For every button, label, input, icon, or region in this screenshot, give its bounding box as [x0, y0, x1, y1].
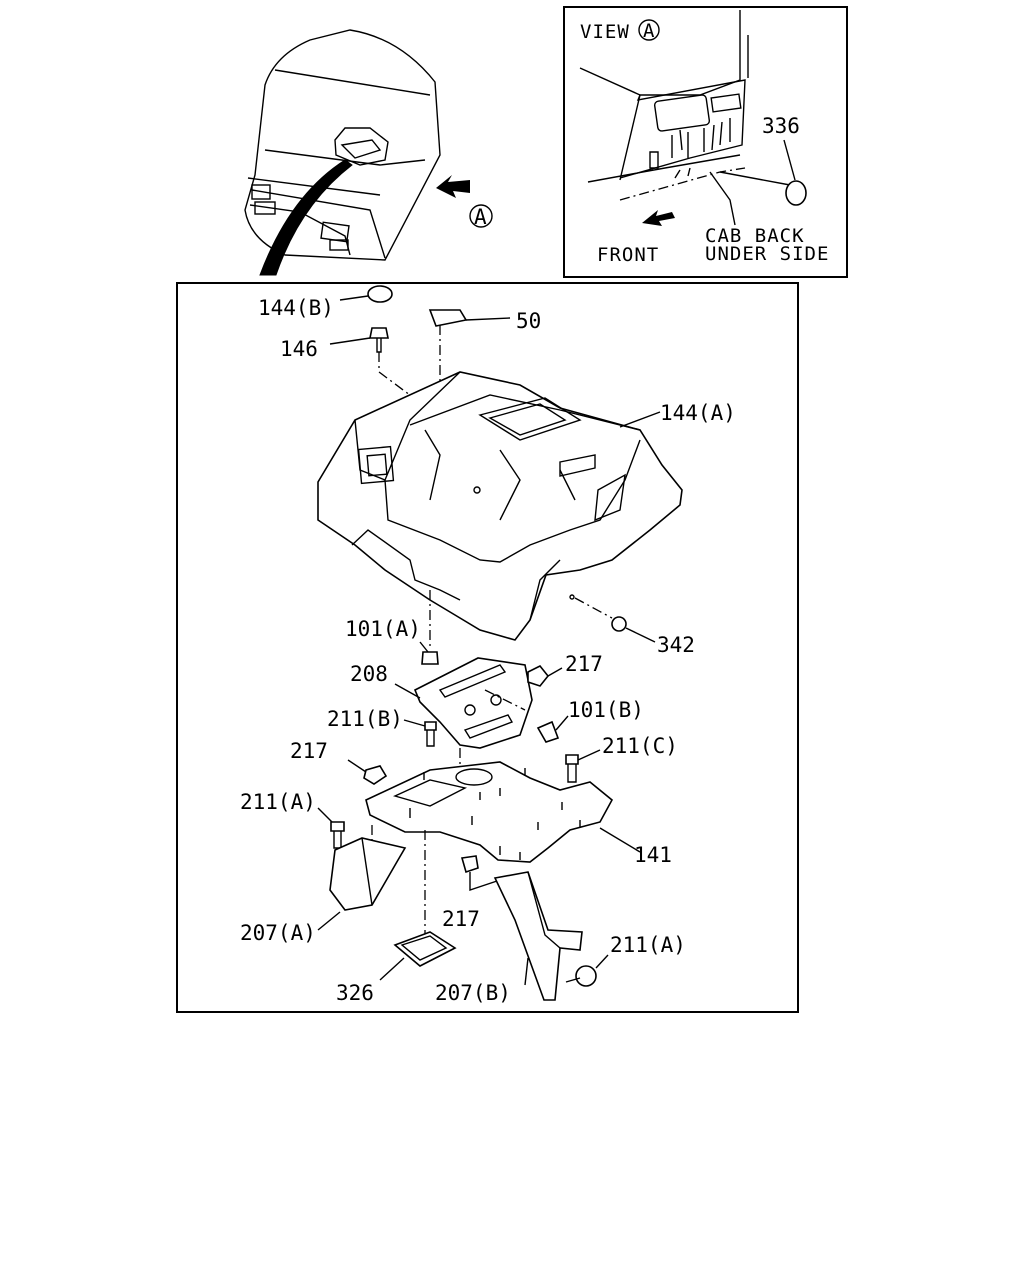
label-146: 146: [280, 337, 318, 361]
front-label: FRONT: [597, 244, 659, 266]
label-342: 342: [657, 633, 695, 657]
label-336: 336: [762, 114, 800, 138]
label-211c: 211(C): [602, 734, 678, 758]
exploded-parts: [317, 285, 683, 1001]
under-side-label: UNDER SIDE: [705, 243, 829, 265]
label-101a: 101(A): [345, 617, 421, 641]
view-a-marker-circle: [469, 204, 493, 228]
label-144a: 144(A): [660, 401, 736, 425]
view-title-letter: A: [643, 20, 655, 42]
cab-illustration: A: [244, 29, 493, 276]
label-326: 326: [336, 981, 374, 1005]
label-211b: 211(B): [327, 707, 403, 731]
view-a-marker-letter: A: [474, 205, 487, 229]
label-101b: 101(B): [568, 698, 644, 722]
label-141: 141: [634, 843, 672, 867]
label-207a: 207(A): [240, 921, 316, 945]
view-title: VIEW: [580, 21, 630, 43]
label-144b: 144(B): [258, 296, 334, 320]
label-208: 208: [350, 662, 388, 686]
main-diagram-frame: [176, 282, 799, 1013]
cab-back-label: CAB BACK: [705, 225, 805, 247]
label-211a-left: 211(A): [240, 790, 316, 814]
label-207b: 207(B): [435, 981, 511, 1005]
part-labels: 144(B) 146 50 144(A) 342 101(A) 208 217 …: [240, 296, 736, 1005]
label-211a-right: 211(A): [610, 933, 686, 957]
label-217-left: 217: [290, 739, 328, 763]
label-50: 50: [516, 309, 541, 333]
view-a-panel: VIEW A FRONT CAB BACK UNDER SIDE 336: [563, 6, 848, 278]
label-217-top: 217: [565, 652, 603, 676]
label-217-bottom: 217: [442, 907, 480, 931]
